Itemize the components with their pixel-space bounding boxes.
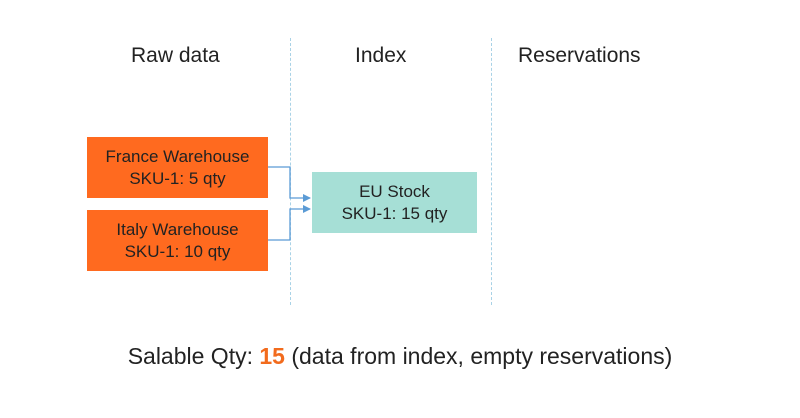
italy-warehouse-box: Italy Warehouse SKU-1: 10 qty [87,210,268,271]
salable-qty-label: Salable Qty: [127,343,253,369]
eu-stock-index-box: EU Stock SKU-1: 15 qty [312,172,477,233]
italy-warehouse-stock: SKU-1: 10 qty [124,241,231,261]
france-warehouse-box: France Warehouse SKU-1: 5 qty [87,137,268,198]
salable-qty-value: 15 [259,343,285,369]
italy-warehouse-name: Italy Warehouse [116,219,239,239]
column-header-raw-data: Raw data [131,44,220,67]
salable-qty-note: (data from index, empty reservations) [291,343,673,369]
eu-stock-quantity: SKU-1: 15 qty [341,203,448,223]
column-divider-left [290,38,291,305]
france-to-index-arrow [268,166,311,202]
france-warehouse-stock: SKU-1: 5 qty [129,168,226,188]
eu-stock-name: EU Stock [359,181,430,201]
italy-to-index-arrow [268,205,311,241]
salable-qty-summary: Salable Qty: 15 (data from index, empty … [0,342,800,370]
column-divider-right [491,38,492,305]
column-header-index: Index [355,44,407,67]
column-header-reservations: Reservations [518,44,641,67]
france-warehouse-name: France Warehouse [105,146,250,166]
